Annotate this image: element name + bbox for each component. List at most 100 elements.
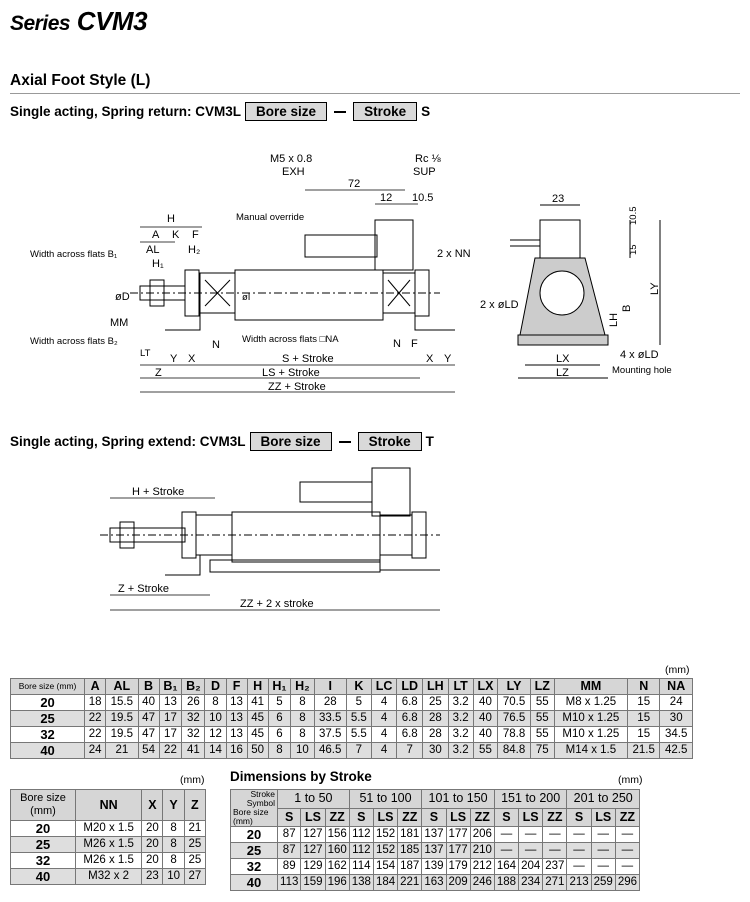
table-cell: 24 bbox=[659, 694, 693, 711]
table-cell: 45 bbox=[246, 726, 269, 743]
table-cell: M20 x 1.5 bbox=[74, 820, 143, 837]
table-cell: 259 bbox=[590, 874, 616, 891]
symbol-header: LS bbox=[372, 807, 399, 827]
table-cell: 3.2 bbox=[447, 726, 474, 743]
table-cell: 19.5 bbox=[105, 710, 139, 727]
table-cell: 246 bbox=[469, 874, 495, 891]
stroke-range-header: 101 to 150 bbox=[421, 789, 495, 809]
table-cell: 5 bbox=[267, 694, 292, 711]
order-suffix: S bbox=[421, 104, 431, 119]
table-cell: 113 bbox=[277, 874, 302, 891]
table-cell: 221 bbox=[397, 874, 423, 891]
table-cell: 20 bbox=[9, 694, 86, 711]
corner-bore-label: Bore size (mm) bbox=[233, 807, 269, 826]
symbol-header: LS bbox=[518, 807, 544, 827]
table-cell: 25 bbox=[183, 852, 207, 869]
column-header: LY bbox=[497, 678, 531, 695]
column-header: I bbox=[313, 678, 347, 695]
table-cell: 129 bbox=[300, 858, 326, 875]
table-cell: 8 bbox=[290, 726, 315, 743]
column-header: B₂ bbox=[181, 678, 206, 695]
table-cell: 13 bbox=[225, 710, 248, 727]
table-cell: — bbox=[590, 858, 616, 875]
label-side-15: 15 bbox=[628, 244, 639, 255]
column-header: Bore size (mm) bbox=[10, 789, 76, 821]
table-cell: 40 bbox=[472, 726, 499, 743]
label-72: 72 bbox=[348, 178, 360, 190]
table-cell: 70.5 bbox=[497, 694, 531, 711]
label-y-right: Y bbox=[444, 353, 452, 365]
table-cell: 271 bbox=[542, 874, 568, 891]
table-cell: 210 bbox=[469, 842, 495, 859]
table-cell: M8 x 1.25 bbox=[553, 694, 629, 711]
column-header: LC bbox=[370, 678, 398, 695]
table-cell: 55 bbox=[529, 726, 555, 743]
table-cell: 13 bbox=[225, 726, 248, 743]
table-cell: 154 bbox=[372, 858, 399, 875]
column-header: B₁ bbox=[158, 678, 183, 695]
manual-override-block bbox=[304, 234, 378, 258]
column-header: LZ bbox=[529, 678, 555, 695]
label-a: A bbox=[152, 229, 160, 241]
stroke-box: Stroke bbox=[357, 432, 422, 451]
label-12: 12 bbox=[380, 192, 392, 204]
table-cell: 127 bbox=[300, 826, 326, 843]
table-cell: 40 bbox=[472, 694, 499, 711]
column-header: NN bbox=[74, 789, 143, 821]
bore-size-box: Bore size bbox=[245, 102, 328, 121]
table-cell: 42.5 bbox=[659, 742, 693, 759]
table-cell: 55 bbox=[529, 694, 555, 711]
table-cell: 159 bbox=[300, 874, 326, 891]
label-ls-stroke: LS + Stroke bbox=[262, 367, 320, 379]
table-cell: 30 bbox=[659, 710, 693, 727]
label-z-stroke: Z + Stroke bbox=[118, 583, 169, 595]
table-cell: 3.2 bbox=[447, 710, 474, 727]
valve-body bbox=[374, 219, 414, 271]
table-cell: 22 bbox=[158, 742, 183, 759]
table-cell: — bbox=[614, 842, 641, 859]
table-cell: 40 bbox=[472, 710, 499, 727]
table-cell: 5 bbox=[345, 694, 372, 711]
label-rc: Rc ⅛ bbox=[415, 153, 442, 165]
order-suffix: T bbox=[425, 434, 434, 449]
table-cell: 12 bbox=[204, 726, 227, 743]
spring-extend-drawing: H + Stroke Z + Stroke ZZ + 2 x stroke bbox=[100, 467, 440, 611]
table-cell: — bbox=[566, 826, 592, 843]
table-cell: 25 bbox=[229, 842, 279, 859]
table-cell: 6 bbox=[267, 726, 292, 743]
label-2-ld: 2 x øLD bbox=[480, 299, 519, 311]
table-cell: 3.2 bbox=[447, 742, 474, 759]
spring-return-drawing: M5 x 0.8 EXH Rc ⅛ SUP 72 12 10.5 Manual … bbox=[30, 153, 672, 393]
label-n-left: N bbox=[212, 339, 220, 351]
table-cell: 19.5 bbox=[105, 726, 139, 743]
table-cell: 234 bbox=[518, 874, 544, 891]
table-cell: M14 x 1.5 bbox=[553, 742, 629, 759]
table-cell: — bbox=[614, 858, 641, 875]
table-cell: 25 bbox=[183, 836, 207, 853]
table-cell: 28 bbox=[422, 726, 449, 743]
symbol-header: S bbox=[493, 807, 520, 827]
label-na: Width across flats □NA bbox=[242, 334, 339, 345]
table-cell: 28 bbox=[422, 710, 449, 727]
table-cell: 32 bbox=[10, 852, 76, 869]
label-4-ld: 4 x øLD bbox=[620, 349, 659, 361]
stroke-range-header: 151 to 200 bbox=[493, 789, 568, 809]
column-header: Y bbox=[162, 789, 185, 821]
dash bbox=[334, 110, 347, 113]
table-cell: — bbox=[590, 842, 616, 859]
label-lx: LX bbox=[556, 353, 570, 365]
table-cell: — bbox=[493, 826, 520, 843]
table-cell: 8 bbox=[267, 742, 292, 759]
table-cell: 127 bbox=[300, 842, 326, 859]
table-cell: 21 bbox=[183, 820, 207, 837]
table-cell: 164 bbox=[493, 858, 520, 875]
label-mounting-hole: Mounting hole bbox=[612, 365, 672, 376]
table-cell: 17 bbox=[158, 710, 183, 727]
column-header: AL bbox=[105, 678, 139, 695]
corner-symbol-label: Symbol bbox=[246, 798, 276, 808]
nn-table-unit: (mm) bbox=[180, 774, 205, 786]
